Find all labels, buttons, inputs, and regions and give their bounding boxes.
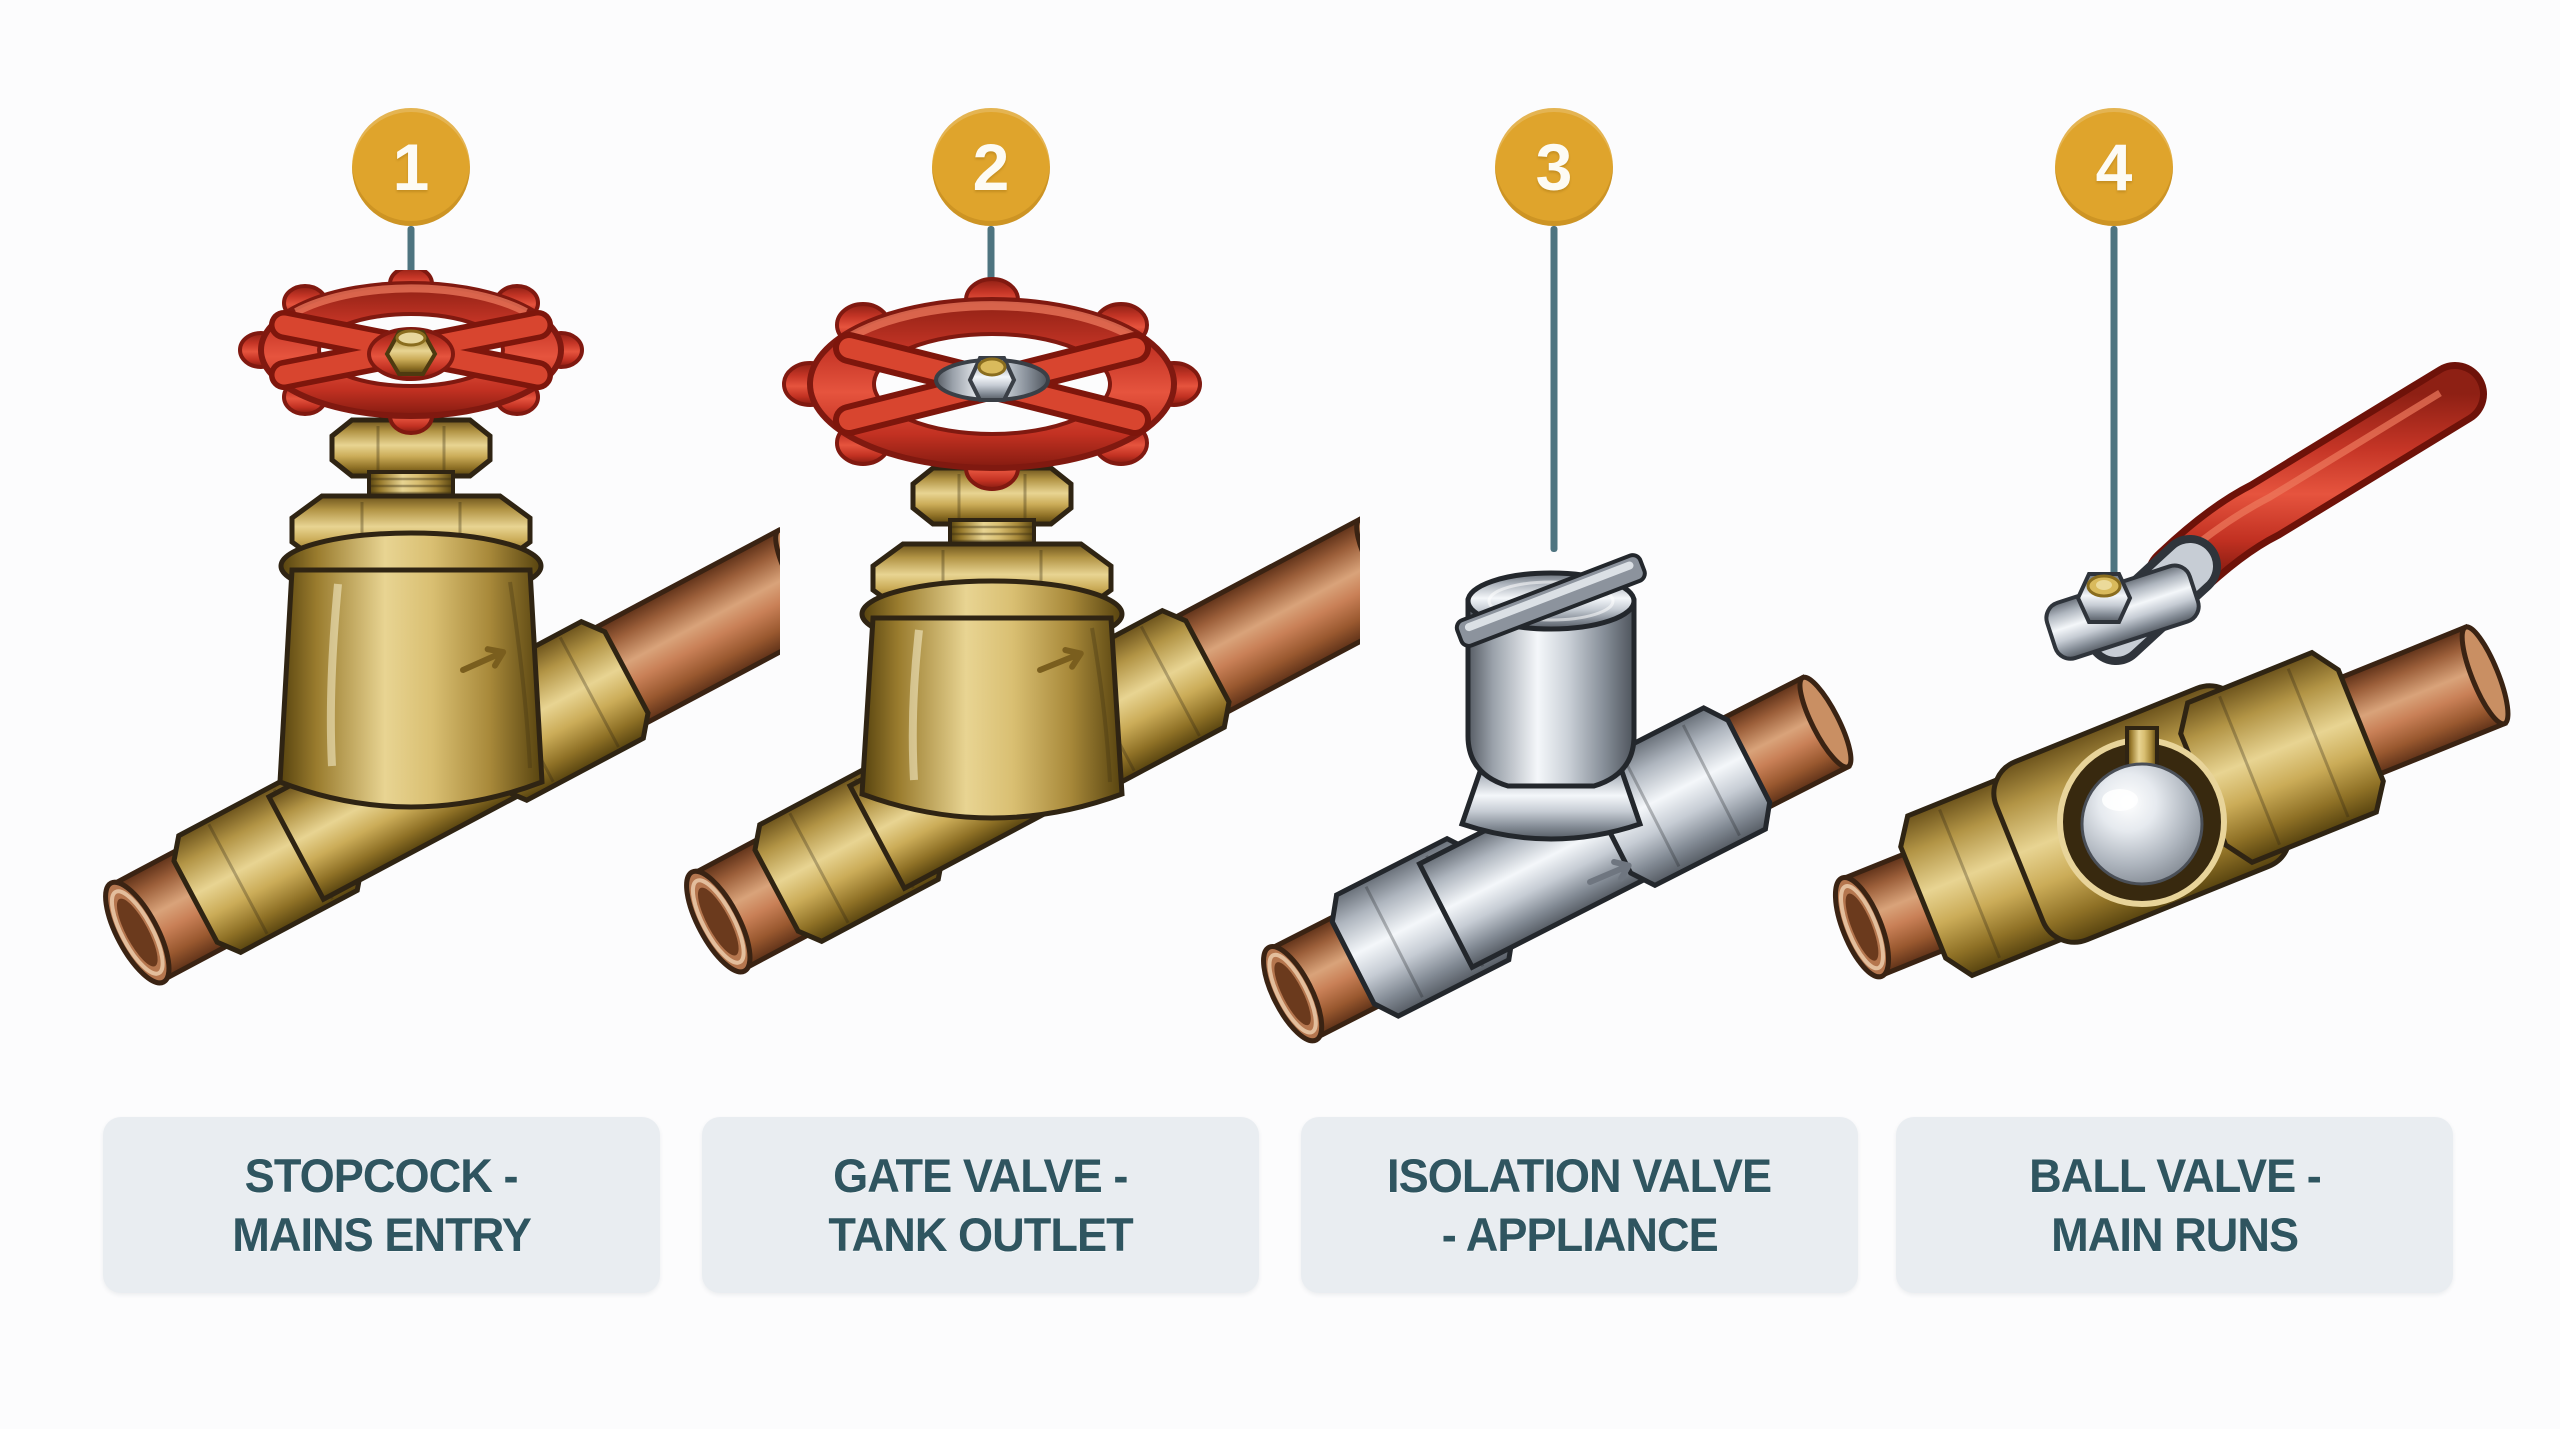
handwheel [238, 270, 584, 435]
label-card-stopcock: STOPCOCK - MAINS ENTRY [103, 1117, 660, 1293]
cutaway [2057, 726, 2227, 907]
badge-number: 1 [392, 130, 430, 204]
ball-valve-illustration [1832, 362, 2511, 980]
label-line: - APPLIANCE [1441, 1208, 1718, 1261]
badge-number: 4 [2095, 130, 2133, 204]
label-card-isolation-valve: ISOLATION VALVE - APPLIANCE [1301, 1117, 1858, 1293]
label-line: TANK OUTLET [828, 1208, 1133, 1261]
number-badge-4: 4 [2055, 108, 2173, 226]
valve-head [1454, 553, 1647, 885]
bonnet-nut [910, 465, 1074, 527]
number-badge-1: 1 [352, 108, 470, 226]
label-line: GATE VALVE - [833, 1148, 1128, 1202]
valve-body [859, 465, 1125, 821]
badge-number: 3 [1535, 130, 1573, 204]
label-line: MAIN RUNS [2050, 1208, 2299, 1261]
label-line: ISOLATION VALVE [1387, 1148, 1772, 1202]
valve-body [277, 417, 545, 810]
number-badge-3: 3 [1495, 108, 1613, 226]
screw-head-cylinder [1465, 598, 1637, 789]
label-card-gate-valve: GATE VALVE - TANK OUTLET [702, 1117, 1259, 1293]
label-card-ball-valve: BALL VALVE - MAIN RUNS [1896, 1117, 2453, 1293]
leader-line-2 [987, 226, 995, 302]
leader-line-3 [1550, 226, 1558, 552]
flow-arrow [460, 646, 507, 673]
label-line: STOPCOCK - [245, 1148, 519, 1202]
ball [2080, 762, 2204, 886]
stopcock-illustration [103, 270, 780, 986]
bonnet-nut [329, 417, 493, 479]
screwdriver-slot [1454, 553, 1647, 648]
flow-arrow [1587, 858, 1632, 885]
leader-line-1 [407, 226, 415, 288]
badge-number: 2 [972, 130, 1010, 204]
leader-line-4 [2110, 226, 2118, 578]
isolation-valve-illustration [1261, 553, 1854, 1044]
lever-handle [2044, 362, 2487, 665]
flow-arrow [1037, 647, 1084, 673]
gate-valve-illustration [684, 277, 1360, 975]
number-badge-2: 2 [932, 108, 1050, 226]
handwheel [782, 277, 1202, 491]
label-line: BALL VALVE - [2028, 1148, 2322, 1202]
label-line: MAINS ENTRY [232, 1208, 532, 1261]
